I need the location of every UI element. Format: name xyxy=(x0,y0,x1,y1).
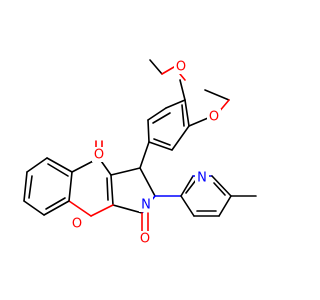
molecule-structure-diagram: O O O O O N N xyxy=(23,59,257,247)
atom-n-pyridine: N xyxy=(197,171,207,186)
pyridine-bond-1 xyxy=(180,175,194,197)
benzo-bond-5 xyxy=(43,200,70,216)
atom-o-ring: O xyxy=(72,217,82,232)
methoxy-top-ring-bond xyxy=(179,79,186,101)
aryl-double-bond-a xyxy=(152,112,171,124)
pyridine-double-bond-a xyxy=(185,179,197,194)
bond-lines xyxy=(23,59,257,238)
aryl-bond-3 xyxy=(147,119,150,143)
carbonyl-c3a-bond xyxy=(112,204,143,214)
atom-n-ring: N xyxy=(141,198,151,213)
benzo-bond-3 xyxy=(23,171,28,202)
atom-mask xyxy=(70,216,84,231)
aryl-ch-bond xyxy=(139,141,150,169)
atom-o-ketone-bottom: O xyxy=(140,232,150,247)
atom-labels: O O O O O N N xyxy=(70,59,221,247)
methoxy-top-o-methyl-bond xyxy=(161,66,175,75)
c3a-c9a-double-bond xyxy=(106,177,109,201)
benzo-double-bond-c xyxy=(45,197,66,210)
ch-c9a-bond xyxy=(110,167,141,176)
aryl-bond-1 xyxy=(165,99,186,109)
atom-mask xyxy=(92,147,106,162)
c8a-c4a-bond xyxy=(68,171,73,202)
atom-mask xyxy=(207,109,221,124)
benzo-bond-1 xyxy=(46,157,73,173)
atom-mask xyxy=(174,59,188,74)
aryl-bond-2 xyxy=(147,107,167,121)
c4a-ring-o-bond xyxy=(68,200,92,217)
methoxy-top-o-ring-bond xyxy=(179,73,186,81)
c3a-c9a-bond xyxy=(110,174,114,206)
atom-mask xyxy=(138,231,152,246)
aryl-bond-6 xyxy=(184,99,190,127)
benzo-double-bond-a xyxy=(47,163,69,177)
aryl-bond-5 xyxy=(171,125,190,151)
atom-o-ketone-top: O xyxy=(94,148,104,163)
benzo-double-bond-b xyxy=(28,175,33,199)
ring-o-c3a-bond xyxy=(90,204,114,217)
pyridine-bond-4 xyxy=(218,195,232,217)
aryl-bond-4 xyxy=(148,141,173,151)
aryl-double-bond-c xyxy=(181,104,185,127)
methoxy-right-methyl-bond xyxy=(204,89,230,101)
atom-o-methoxy-right: O xyxy=(209,110,219,125)
ch-n-bond xyxy=(139,167,156,197)
pyridine-bond-6 xyxy=(180,195,195,217)
methoxy-right-ring-bond xyxy=(188,117,209,127)
pyridine-bond-3 xyxy=(211,175,232,197)
aryl-double-bond-b xyxy=(153,138,171,146)
atom-o-methoxy-top: O xyxy=(176,60,186,75)
atom-mask xyxy=(139,197,153,212)
benzo-bond-2 xyxy=(26,157,48,173)
benzo-bond-4 xyxy=(23,200,45,216)
atom-mask xyxy=(195,170,209,185)
methoxy-top-methyl-bond xyxy=(149,59,163,75)
pyridine-double-bond-b xyxy=(213,182,226,196)
